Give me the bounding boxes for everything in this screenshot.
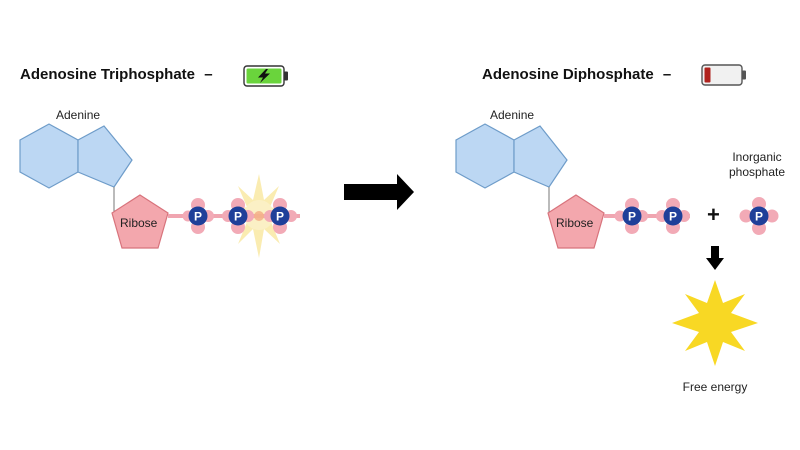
- inorganic-label-line1: Inorganic: [732, 150, 782, 164]
- phosphate-group: P: [656, 198, 690, 234]
- phosphate-group: P: [264, 198, 297, 234]
- phosphate-chain-left: P P P: [168, 198, 300, 234]
- phosphate-letter: P: [669, 210, 677, 224]
- inorganic-label-line2: phosphate: [728, 165, 786, 179]
- free-energy-label: Free energy: [682, 380, 748, 394]
- phosphate-letter: P: [628, 210, 636, 224]
- title-dash: –: [204, 66, 213, 83]
- ribose-label-right: Ribose: [556, 216, 594, 230]
- adenine-label-right: Adenine: [490, 108, 535, 122]
- adenine-right: [455, 123, 568, 189]
- phosphate-letter: P: [194, 210, 202, 224]
- phosphate-group: P: [188, 198, 214, 234]
- adenine-left: [19, 123, 133, 189]
- battery-charging-icon: [243, 65, 288, 87]
- reaction-arrow-icon: [344, 174, 414, 210]
- ribose-right: [547, 194, 605, 249]
- phosphate-letter: P: [755, 210, 763, 224]
- atp-title: Adenosine Triphosphate: [20, 66, 196, 83]
- adenine-label-left: Adenine: [56, 108, 101, 122]
- phosphate-letter: P: [276, 210, 284, 224]
- phosphate-group: P: [222, 198, 254, 234]
- plus-sign: +: [707, 202, 720, 227]
- inorganic-phosphate-label: Inorganic phosphate: [722, 150, 792, 180]
- ribose-label-left: Ribose: [120, 216, 158, 230]
- free-energy-star-icon: [672, 280, 758, 366]
- atp-title-row: Adenosine Triphosphate –: [20, 66, 213, 83]
- title-dash: –: [662, 66, 672, 83]
- down-arrow-icon: [706, 246, 724, 270]
- phosphate-letter: P: [234, 210, 242, 224]
- phosphate-chain-right: P P: [604, 198, 690, 234]
- ribose-left: [111, 194, 169, 249]
- battery-low-icon: [701, 64, 746, 86]
- adp-title: Adenosine Diphosphate: [482, 66, 654, 83]
- inorganic-phosphate-group: P: [739, 197, 779, 235]
- adp-title-row: Adenosine Diphosphate –: [482, 66, 671, 83]
- phosphate-group: P: [622, 198, 648, 234]
